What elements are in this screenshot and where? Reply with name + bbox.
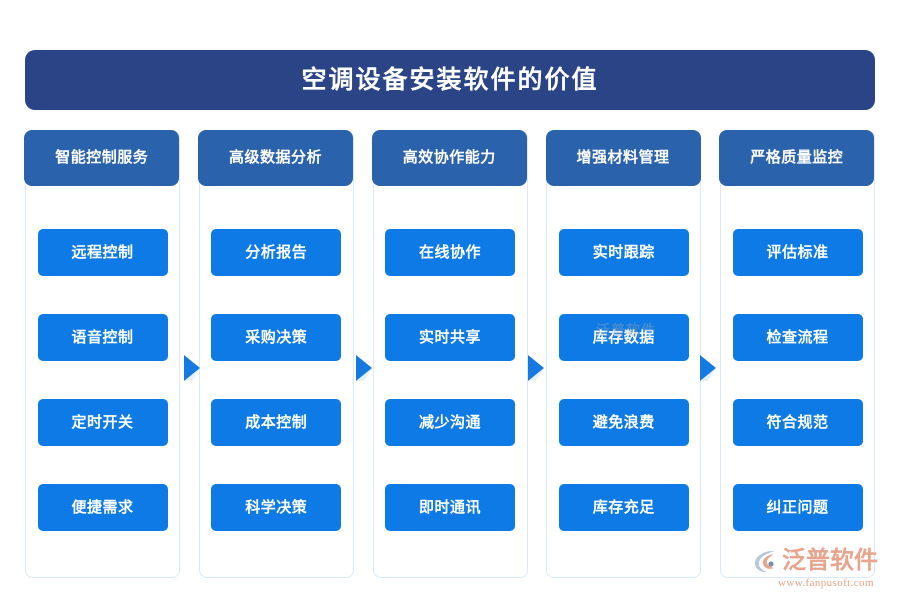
item-label: 便捷需求	[71, 499, 134, 517]
item-label: 成本控制	[245, 414, 308, 432]
item-box[interactable]: 在线协作	[385, 229, 515, 277]
triangle-right-icon	[184, 355, 200, 381]
column-4-items: 实时跟踪 库存数据 避免浪费 库存充足	[547, 186, 700, 578]
fanpu-swoosh-logo-icon	[752, 547, 780, 575]
column-5: 严格质量监控 评估标准 检查流程 符合规范 纠正问题	[719, 129, 875, 578]
item-label: 定时开关	[71, 414, 134, 432]
column-3: 高效协作能力 在线协作 实时共享 减少沟通 即时通讯	[371, 129, 528, 578]
column-5-header-label: 严格质量监控	[750, 149, 844, 166]
item-label: 检查流程	[766, 329, 829, 347]
item-box[interactable]: 符合规范	[732, 399, 863, 447]
triangle-right-icon	[528, 355, 544, 381]
column-1-header-label: 智能控制服务	[55, 149, 149, 166]
item-box[interactable]: 纠正问题	[732, 484, 863, 532]
column-4-header: 增强材料管理	[545, 129, 701, 186]
column-1-items: 远程控制 语音控制 定时开关 便捷需求	[26, 186, 179, 578]
page-title: 空调设备安装软件的价值	[301, 65, 599, 94]
item-label: 科学决策	[245, 499, 308, 517]
column-3-items: 在线协作 实时共享 减少沟通 即时通讯	[374, 186, 527, 578]
item-box[interactable]: 即时通讯	[385, 484, 515, 532]
item-label: 评估标准	[766, 244, 829, 262]
item-label: 即时通讯	[418, 499, 481, 517]
item-box[interactable]: 实时跟踪	[558, 229, 689, 277]
column-2-header-label: 高级数据分析	[228, 149, 322, 166]
item-label: 避免浪费	[592, 414, 655, 432]
item-label: 实时跟踪	[592, 244, 655, 262]
column-3-header-label: 高效协作能力	[402, 149, 496, 166]
item-box[interactable]: 远程控制	[37, 229, 168, 277]
item-box[interactable]: 减少沟通	[385, 399, 515, 447]
item-box[interactable]: 采购决策	[211, 314, 342, 362]
column-5-header: 严格质量监控	[719, 129, 875, 186]
item-label: 采购决策	[245, 329, 308, 347]
item-box[interactable]: 实时共享	[385, 314, 515, 362]
item-label: 实时共享	[418, 329, 481, 347]
brand-url: www.fanpusoft.com	[778, 577, 874, 589]
item-label: 库存充足	[592, 499, 655, 517]
column-4: 增强材料管理 实时跟踪 库存数据 避免浪费 库存充足	[545, 129, 702, 578]
item-box[interactable]: 科学决策	[211, 484, 342, 532]
item-box[interactable]: 分析报告	[211, 229, 342, 277]
column-1-header: 智能控制服务	[24, 129, 180, 186]
columns-container: 智能控制服务 远程控制 语音控制 定时开关 便捷需求 高级数据分析	[24, 129, 875, 578]
column-2-items: 分析报告 采购决策 成本控制 科学决策	[200, 186, 353, 578]
column-2: 高级数据分析 分析报告 采购决策 成本控制 科学决策	[198, 129, 354, 578]
item-label: 在线协作	[418, 244, 481, 262]
column-2-header: 高级数据分析	[198, 129, 353, 186]
item-label: 纠正问题	[766, 499, 829, 517]
item-box[interactable]: 检查流程	[732, 314, 863, 362]
brand-row: 泛普软件	[752, 546, 878, 576]
title-banner: 空调设备安装软件的价值	[25, 50, 875, 110]
triangle-right-icon	[700, 355, 716, 381]
item-label: 远程控制	[71, 244, 134, 262]
item-box[interactable]: 避免浪费	[558, 399, 689, 447]
item-label: 库存数据	[592, 329, 655, 347]
item-box[interactable]: 成本控制	[211, 399, 342, 447]
item-box[interactable]: 库存数据	[558, 314, 689, 362]
brand-logo: 泛普软件 www.fanpusoft.com	[752, 546, 892, 592]
item-label: 符合规范	[766, 414, 829, 432]
column-1: 智能控制服务 远程控制 语音控制 定时开关 便捷需求	[24, 129, 180, 578]
item-box[interactable]: 定时开关	[37, 399, 168, 447]
triangle-right-icon	[356, 355, 372, 381]
column-4-header-label: 增强材料管理	[576, 149, 670, 166]
item-box[interactable]: 便捷需求	[37, 484, 168, 532]
item-label: 减少沟通	[418, 414, 481, 432]
item-box[interactable]: 评估标准	[732, 229, 863, 277]
brand-name: 泛普软件	[782, 547, 878, 574]
column-3-header: 高效协作能力	[371, 129, 527, 186]
item-label: 分析报告	[245, 244, 308, 262]
item-box[interactable]: 语音控制	[37, 314, 168, 362]
item-label: 语音控制	[71, 329, 134, 347]
item-box[interactable]: 库存充足	[558, 484, 689, 532]
column-5-items: 评估标准 检查流程 符合规范 纠正问题	[721, 186, 874, 578]
